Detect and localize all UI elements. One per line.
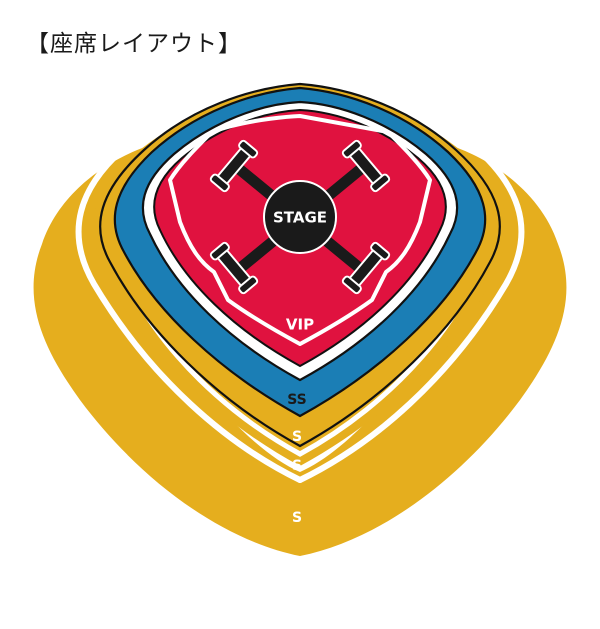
s-outer-divider-left	[75, 147, 303, 483]
s-inner-label: S	[292, 429, 302, 445]
stage-x-structure	[209, 139, 391, 295]
stage-center[interactable]	[263, 180, 337, 254]
stage-label: STAGE	[273, 209, 327, 227]
s-outer-label: S	[292, 510, 302, 526]
s-middle-section[interactable]	[92, 124, 508, 466]
s-outer-divider-right	[297, 147, 525, 483]
ss-label: SS	[287, 392, 307, 408]
s-middle-label: S	[292, 458, 302, 474]
vip-label: VIP	[286, 316, 314, 334]
s-outer-section[interactable]	[33, 146, 567, 556]
stage-area-outline	[168, 114, 432, 346]
page-title: 【座席レイアウト】	[26, 31, 242, 57]
